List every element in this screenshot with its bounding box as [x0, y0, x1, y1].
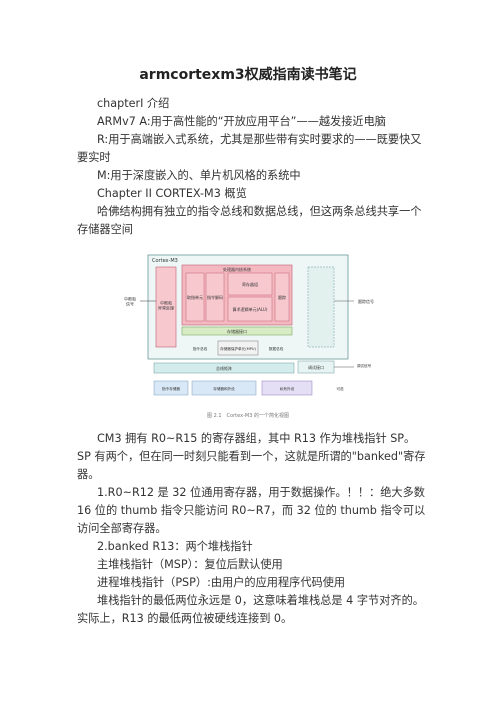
- data-bus-label: 数据总线: [269, 346, 284, 351]
- paragraph: 哈佛结构拥有独立的指令总线和数据总线，但这两条总线共享一个存储器空间: [77, 205, 422, 236]
- document-title: armcortexm3权威指南读书笔记: [139, 67, 357, 83]
- paragraph: chapterI 介绍: [97, 97, 170, 110]
- paragraph: CM3 拥有 R0~R15 的寄存器组，其中 R13 作为堆栈指针 SP。SP …: [77, 432, 426, 481]
- code-mem-box: [153, 380, 189, 396]
- bus-matrix-box: [153, 362, 295, 374]
- paragraph: 进程堆栈指针（PSP）:由用户的应用程序代码使用: [97, 576, 346, 589]
- regs-box: [227, 272, 273, 296]
- cortex-m3-diagram: Cortex-M3 中断和异常处理 处理器内核系统 取指单元 指令解码 寄存器组…: [118, 251, 380, 411]
- decode-box: [205, 272, 225, 322]
- fetch-label: 取指单元: [187, 294, 203, 300]
- regs-label: 寄存器组: [242, 281, 258, 287]
- paragraph: M:用于深度嵌入的、单片机风格的系统中: [97, 169, 301, 182]
- nvic-label: 中断和异常处理: [158, 300, 174, 311]
- debug-sig-label: 调试信号: [357, 363, 372, 368]
- paragraph: R:用于高端嵌入式系统，尤其是那些带有实时要求的——既要快又要实时: [77, 133, 422, 164]
- trace-out-box: [307, 266, 335, 348]
- left-in-label: 中断和信号: [124, 296, 136, 307]
- bus-matrix-label: 总线矩阵: [216, 365, 232, 371]
- mem-periph-label: 存储器和外设: [213, 386, 235, 391]
- paragraph: 1.R0~R12 是 32 位通用寄存器，用于数据操作。！！：绝大多数 16 位…: [77, 486, 426, 535]
- priv-periph-box: [261, 380, 313, 396]
- core-top-label: 处理器内核系统: [223, 266, 251, 272]
- fetch-box: [185, 272, 205, 322]
- paragraph: 2.banked R13：两个堆栈指针: [97, 540, 253, 553]
- paragraph: 堆栈指针的最低两位永远是 0，这意味着堆栈总是 4 字节对齐的。实际上，R13 …: [77, 594, 424, 625]
- mpu-label: 存储器保护单元(MPU): [220, 346, 256, 351]
- alu-label: 算术逻辑单元(ALU): [233, 306, 268, 312]
- paragraph: 主堆栈指针（MSP）：复位后默认使用: [97, 558, 283, 571]
- figure-caption: 图 2.1 Cortex-M3 的一个简化视图: [207, 413, 289, 419]
- code-mem-label: 指令存储器: [162, 386, 180, 391]
- mem-periph-box: [191, 380, 257, 396]
- mem-if-label: 存储器接口: [227, 328, 247, 334]
- alu-box: [227, 296, 273, 322]
- core-label: Cortex-M3: [152, 258, 178, 264]
- right-out-label: 跟踪信号: [358, 298, 374, 304]
- optional-label: 可选: [336, 386, 344, 391]
- priv-periph-label: 私有外设: [280, 386, 295, 391]
- debug-if-label: 调试接口: [308, 364, 324, 370]
- trace-box: [274, 272, 290, 322]
- instr-bus-label: 指令总线: [193, 346, 208, 351]
- mpu-box: [217, 340, 259, 356]
- nvic-box: [155, 266, 177, 348]
- trace-label: 跟踪: [278, 294, 286, 300]
- paragraph: ARMv7 A:用于高性能的“开放应用平台”——越发接近电脑: [97, 115, 386, 128]
- paragraph: Chapter II CORTEX-M3 概览: [97, 187, 247, 200]
- decode-label: 指令解码: [207, 294, 223, 300]
- mem-if-box: [181, 326, 293, 336]
